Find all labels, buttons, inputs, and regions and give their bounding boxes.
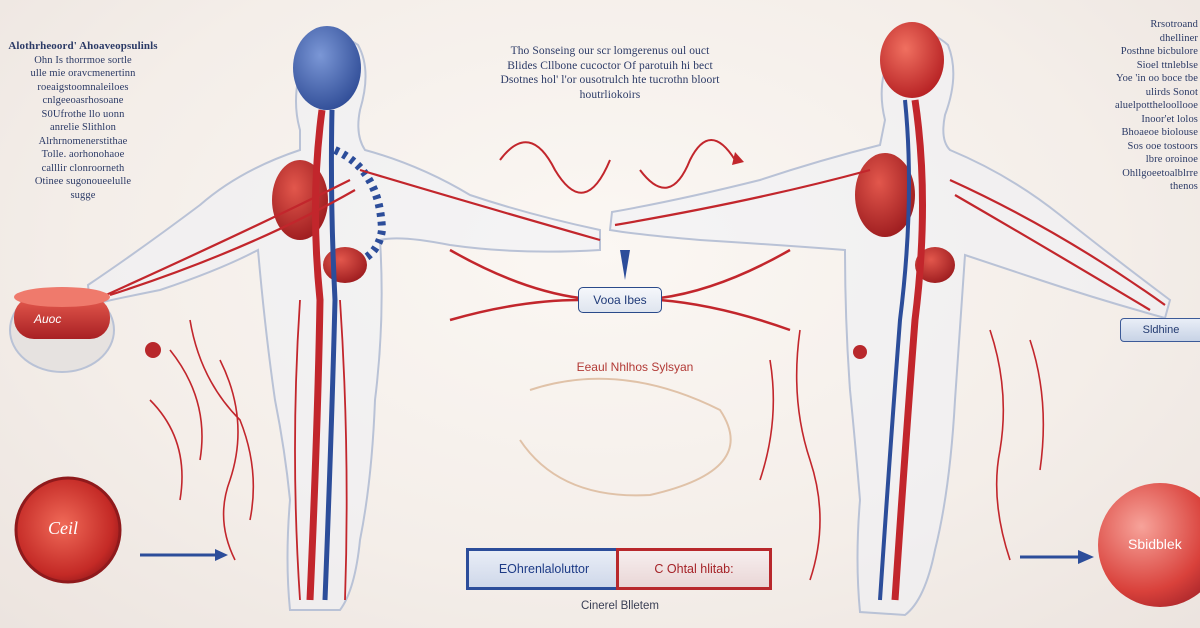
left-human-figure — [86, 26, 601, 611]
left-description-line: Tolle. aorhonohaoe — [41, 149, 125, 160]
center-description-line: houtrliokoirs — [579, 88, 641, 101]
center-description: Tho Sonseing our scr lomgerenus oul ouct… — [470, 44, 750, 102]
right-aorta — [891, 99, 926, 601]
left-description-line: ulle mie oravcmenertinn — [30, 68, 136, 79]
left-aorta — [306, 109, 326, 601]
center-description-line: Dsotnes hol' l'or ousotrulch hte tucroth… — [500, 74, 720, 86]
left-disc-label: Ceil — [48, 518, 78, 538]
right-heart — [855, 153, 915, 237]
center-arc — [519, 377, 732, 497]
left-capsule-label: Auoc — [34, 312, 62, 326]
left-description-line: cnlgeeoasrhosoane — [42, 95, 124, 106]
blood-cell-cluster-right — [853, 345, 867, 359]
right-description-line: aluelpottheloollooe — [1115, 100, 1198, 111]
left-description-line: sugge — [70, 189, 96, 201]
left-ribcage — [333, 146, 387, 269]
right-description-line: Ohllgoeetoalblrre — [1122, 167, 1198, 179]
center-connections — [140, 139, 1094, 564]
right-description: Rrsotroand dhelliner Posthne bicbulore S… — [1098, 18, 1198, 194]
left-vena-cava — [322, 109, 338, 601]
left-description: Alothrheoord' Ahoaveopsulinls Ohn Is tho… — [8, 40, 158, 202]
right-description-line: Rrsotroand — [1150, 19, 1198, 30]
left-description-line: S0Ufrothe llo uonn — [41, 108, 125, 120]
center-system-label: Eeaul Nhlhos Sylsyan — [576, 360, 694, 374]
right-arm-vessels — [614, 168, 1166, 311]
wave-arrow-left — [499, 141, 611, 194]
right-human-figure — [608, 22, 1172, 617]
right-description-line: Sos ooe tostoors — [1127, 140, 1198, 152]
left-description-heading: Alothrheoord' Ahoaveopsulinls — [8, 40, 158, 52]
left-arm-vessels — [94, 168, 601, 302]
arrow-left-bottom-head — [215, 549, 228, 561]
right-sphere — [1098, 483, 1200, 607]
right-sphere-label: Sbidblek — [1128, 536, 1182, 552]
left-kidney — [323, 247, 367, 283]
right-tag-label: Sldhine — [1120, 318, 1200, 342]
center-pointer — [620, 250, 630, 280]
wave-arrow-head — [732, 152, 744, 165]
right-vein-network — [759, 329, 1045, 581]
legend-bar-red: C Ohtal hlitab: — [616, 548, 772, 590]
left-description-line: Ohn Is thorrmoe sortle — [34, 54, 132, 66]
left-description-line: calllir clonroorneth — [41, 162, 125, 174]
left-body-silhouette — [86, 36, 601, 611]
left-description-line: Alrhrnomenerstithae — [38, 135, 128, 147]
left-disc — [14, 476, 122, 584]
right-body-silhouette — [608, 31, 1172, 617]
right-head — [880, 22, 944, 98]
right-description-line: dhelliner — [1159, 32, 1198, 44]
blood-cell-cluster — [145, 342, 161, 358]
left-capsule — [9, 287, 115, 373]
center-description-line: Tho Sonseing our scr lomgerenus oul ouct — [510, 45, 710, 57]
vessel-tag-label: Vooa Ibes — [578, 287, 662, 313]
right-description-line: lbre oroinoe — [1145, 154, 1198, 165]
right-description-line: Posthne bicbulore — [1120, 46, 1198, 57]
center-description-line: Blides Cllbone cucoctor Of parotuih hi b… — [507, 59, 713, 72]
legend-bar-blue: EOhrenlaloluttor — [466, 548, 622, 590]
wave-arrow-right — [639, 139, 736, 189]
right-description-line: Bhoaeoe biolouse — [1121, 127, 1198, 138]
bottom-caption: Cinerel Blletem — [581, 600, 659, 612]
arrow-right-bottom-head — [1078, 550, 1094, 564]
right-description-line: Yoe 'in oo boce tbe — [1115, 73, 1198, 84]
right-kidney — [915, 247, 955, 283]
right-description-line: Sioel ttnleblse — [1136, 59, 1198, 71]
vessel-bundle — [449, 248, 791, 332]
right-description-line: Inoor'et lolos — [1141, 113, 1198, 125]
left-vein-network — [149, 319, 255, 561]
right-description-line: ulirds Sonot — [1145, 86, 1198, 98]
left-description-line: Otinee sugonoueelulle — [34, 176, 132, 187]
left-leg-vessels — [294, 299, 348, 601]
left-head — [293, 26, 361, 110]
right-vena-cava — [878, 99, 911, 601]
left-description-line: roeaigstoomnaleiloes — [37, 81, 129, 93]
right-description-line: thenos — [1169, 181, 1198, 192]
left-description-line: anrelie Slithlon — [49, 122, 117, 133]
